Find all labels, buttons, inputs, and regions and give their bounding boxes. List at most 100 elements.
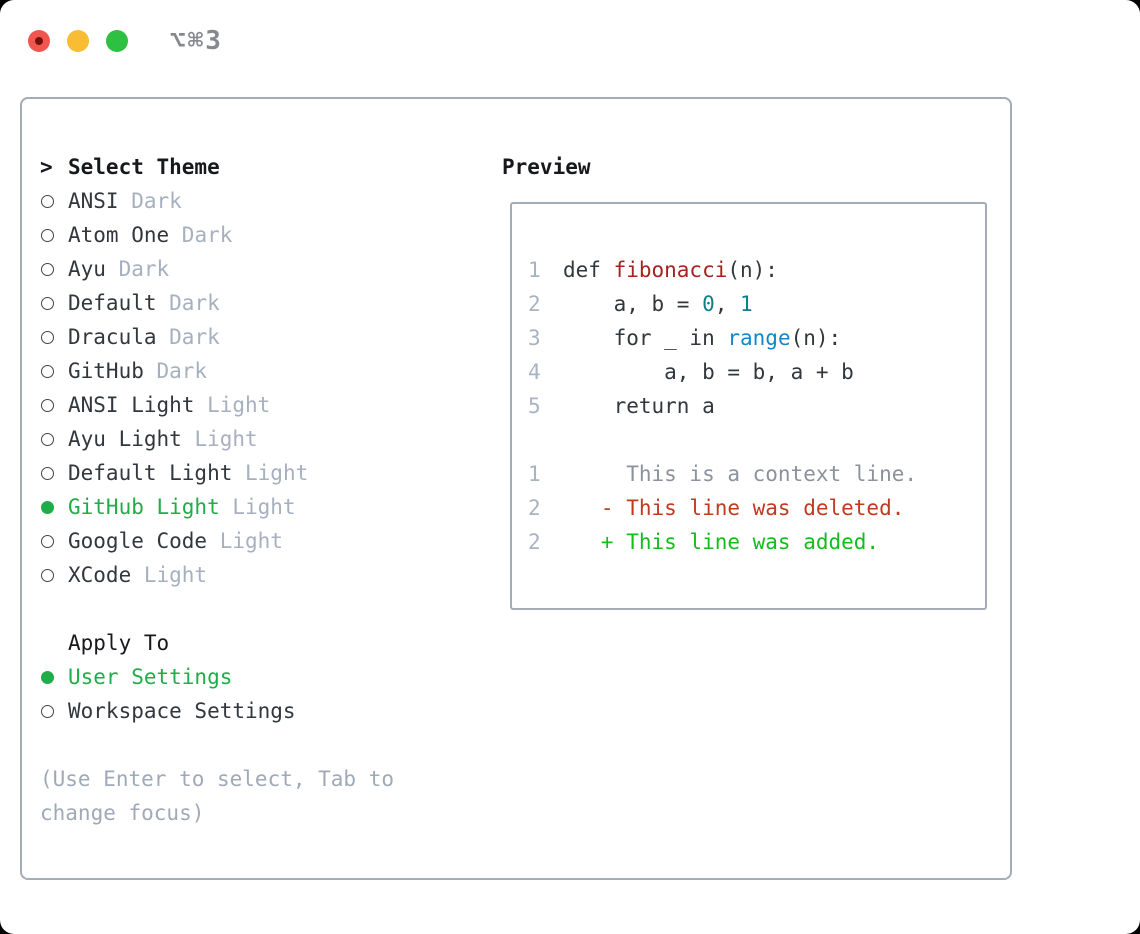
code-line: 2 + This line was added.: [528, 525, 985, 559]
theme-name: ANSI: [68, 189, 119, 213]
theme-tag: Light: [131, 563, 208, 587]
apply-option-workspace-settings[interactable]: Workspace Settings: [40, 694, 394, 728]
line-number: 5: [528, 394, 541, 418]
radio-icon: [41, 568, 54, 582]
radio-icon: [41, 194, 54, 208]
radio-selected-icon: [41, 500, 54, 514]
theme-option-google-code-light[interactable]: Google Code Light: [40, 524, 394, 558]
line-number: 2: [528, 496, 541, 520]
theme-option-ayu-light-light[interactable]: Ayu Light Light: [40, 422, 394, 456]
apply-option-user-settings[interactable]: User Settings: [40, 660, 394, 694]
theme-option-atom-one-dark[interactable]: Atom One Dark: [40, 218, 394, 252]
theme-tag: Dark: [118, 189, 182, 213]
spacer: [40, 592, 394, 626]
theme-name: GitHub: [68, 359, 144, 383]
line-number: 1: [528, 462, 541, 486]
radio-icon: [41, 330, 54, 344]
radio-icon: [41, 704, 54, 718]
radio-selected-icon: [41, 670, 54, 684]
code-segment-code: (n):: [790, 326, 842, 350]
theme-name: ANSI Light: [68, 393, 195, 417]
code-segment-code: for _ in: [563, 326, 728, 350]
code-segment-number: 1: [740, 292, 753, 316]
theme-tag: Dark: [156, 325, 220, 349]
theme-option-xcode-light[interactable]: XCode Light: [40, 558, 394, 592]
code-line: 1 This is a context line.: [528, 457, 985, 491]
theme-option-default-dark[interactable]: Default Dark: [40, 286, 394, 320]
theme-name: Ayu: [68, 257, 106, 281]
radio-icon: [41, 534, 54, 548]
close-button-icon[interactable]: [28, 30, 50, 52]
code-line: 5 return a: [528, 389, 985, 423]
radio-icon: [41, 228, 54, 242]
prompt-icon: >: [40, 155, 53, 179]
line-number: 1: [528, 258, 541, 282]
theme-tag: Light: [194, 393, 271, 417]
code-segment-func: fibonacci: [613, 258, 728, 282]
code-segment-code: a, b = b, a + b: [563, 360, 854, 384]
theme-option-ansi-dark[interactable]: ANSI Dark: [40, 184, 394, 218]
code-segment-code: return a: [563, 394, 715, 418]
theme-tag: Light: [181, 427, 258, 451]
code-line: 3 for _ in range(n):: [528, 321, 985, 355]
code-segment-code: (n):: [727, 258, 778, 282]
radio-icon: [41, 466, 54, 480]
minimize-button-icon[interactable]: [67, 30, 89, 52]
code-segment-code: a, b =: [563, 292, 703, 316]
theme-tag: Dark: [143, 359, 208, 383]
preview-header: Preview: [502, 155, 591, 179]
theme-tag: Dark: [156, 291, 220, 315]
theme-option-ayu-dark[interactable]: Ayu Dark: [40, 252, 394, 286]
select-theme-header-row: > Select Theme: [40, 150, 394, 184]
apply-to-header: Apply To: [68, 631, 170, 655]
window-title: ⌥⌘3: [170, 26, 223, 56]
line-number: 4: [528, 360, 541, 384]
spacer: [40, 728, 394, 762]
zoom-button-icon[interactable]: [106, 30, 128, 52]
hint-line-1: (Use Enter to select, Tab to: [40, 767, 395, 791]
line-number: 2: [528, 292, 541, 316]
apply-to-header-row: Apply To: [40, 626, 394, 660]
line-number: 3: [528, 326, 541, 350]
theme-name: Ayu Light: [68, 427, 182, 451]
code-line: [528, 423, 985, 457]
theme-name: Google Code: [68, 529, 208, 553]
theme-name: Dracula: [68, 325, 157, 349]
select-theme-header: Select Theme: [68, 155, 220, 179]
theme-name: GitHub Light: [68, 495, 220, 519]
theme-option-ansi-light-light[interactable]: ANSI Light Light: [40, 388, 394, 422]
theme-tag: Light: [232, 461, 309, 485]
theme-option-github-dark[interactable]: GitHub Dark: [40, 354, 394, 388]
code-line: 2 a, b = 0, 1: [528, 287, 985, 321]
code-segment-code: ,: [714, 292, 741, 316]
theme-option-dracula-dark[interactable]: Dracula Dark: [40, 320, 394, 354]
line-number: 2: [528, 530, 541, 554]
radio-icon: [41, 364, 54, 378]
theme-tag: Dark: [105, 257, 170, 281]
theme-tag: Light: [207, 529, 283, 553]
theme-tag: Light: [219, 495, 296, 519]
radio-icon: [41, 398, 54, 412]
apply-option-label: Workspace Settings: [68, 699, 296, 723]
code-segment-deleted: - This line was deleted.: [563, 496, 905, 520]
theme-name: XCode: [68, 563, 132, 587]
code-line: 2 - This line was deleted.: [528, 491, 985, 525]
theme-name: Default: [68, 291, 157, 315]
code-segment-added: + This line was added.: [563, 530, 880, 554]
code-segment-builtin: range: [727, 326, 791, 350]
radio-icon: [41, 296, 54, 310]
code-segment-number: 0: [702, 292, 715, 316]
code-segment-context: This is a context line.: [563, 462, 918, 486]
theme-option-github-light-light[interactable]: GitHub Light Light: [40, 490, 394, 524]
theme-tag: Dark: [169, 223, 233, 247]
radio-icon: [41, 262, 54, 276]
theme-name: Default Light: [68, 461, 233, 485]
code-segment-code: def: [563, 258, 614, 282]
theme-option-default-light-light[interactable]: Default Light Light: [40, 456, 394, 490]
